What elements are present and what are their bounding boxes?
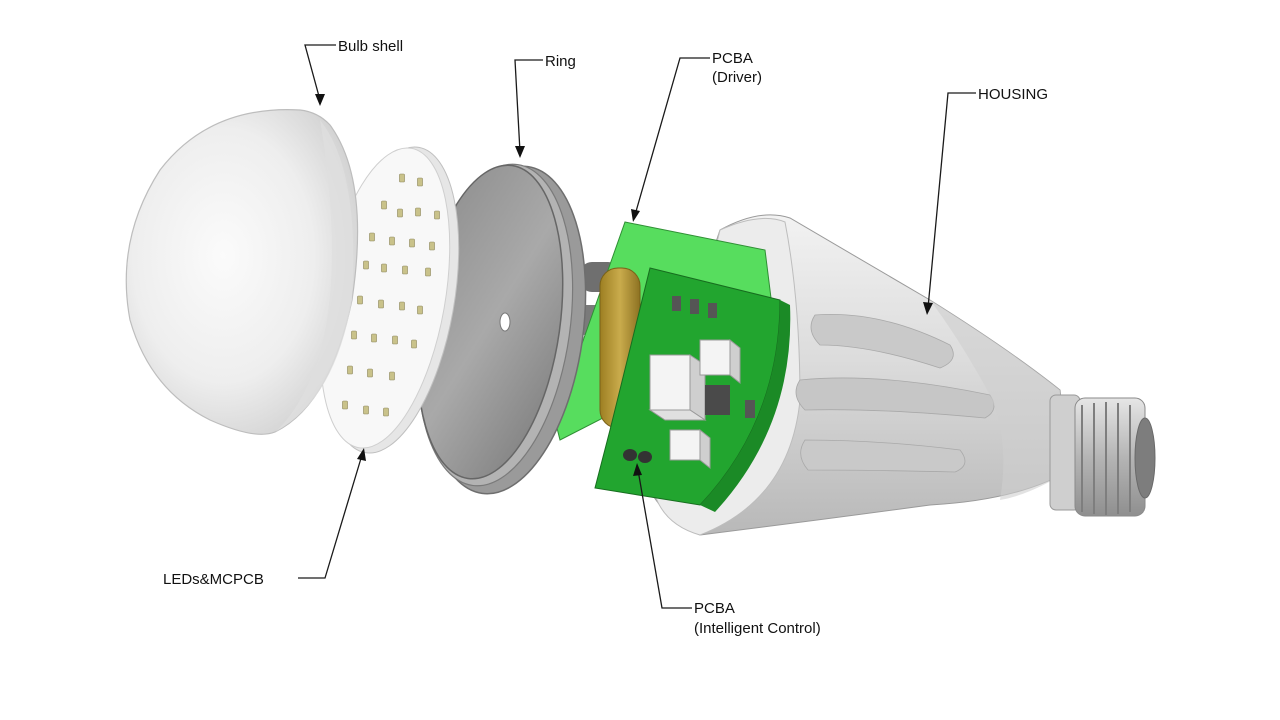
leader-pcba-control xyxy=(637,469,692,609)
led-chip xyxy=(381,200,387,210)
arrow-ring xyxy=(515,146,525,158)
arrow-housing xyxy=(923,302,933,315)
screw-base xyxy=(1049,394,1156,517)
led-chip xyxy=(392,335,398,345)
label-ring: Ring xyxy=(545,53,576,70)
leader-pcba-driver xyxy=(634,57,710,216)
led-chip xyxy=(363,260,369,270)
led-array xyxy=(342,173,440,417)
led-chip xyxy=(415,207,421,217)
led-chip xyxy=(429,241,435,251)
led-chip xyxy=(378,299,384,309)
arrow-leds-mcpcb xyxy=(357,448,366,461)
pcba-intelligent-control xyxy=(594,267,791,512)
label-pcba-control-1: PCBA xyxy=(694,600,735,617)
led-chip xyxy=(383,407,389,417)
led-chip xyxy=(389,371,395,381)
arrow-pcba-control xyxy=(633,463,642,476)
led-chip xyxy=(417,305,423,315)
led-chip xyxy=(381,263,387,273)
led-chip xyxy=(371,333,377,343)
led-chip xyxy=(399,301,405,311)
led-chip xyxy=(434,210,440,220)
label-pcba-driver-2: (Driver) xyxy=(712,69,762,86)
leader-leds-mcpcb xyxy=(298,454,363,579)
label-leds-mcpcb: LEDs&MCPCB xyxy=(163,571,264,588)
led-chip xyxy=(347,365,353,375)
leader-ring xyxy=(514,59,543,153)
arrow-bulb-shell xyxy=(315,94,325,106)
led-chip xyxy=(409,238,415,248)
led-chip xyxy=(363,405,369,415)
led-chip xyxy=(411,339,417,349)
callouts: Bulb shell Ring PCBA (Driver) HOUSING LE… xyxy=(163,38,1048,637)
led-chip xyxy=(417,177,423,187)
label-pcba-driver-1: PCBA xyxy=(712,50,753,67)
led-chip xyxy=(351,330,357,340)
bulb-shell xyxy=(125,109,359,435)
leader-housing xyxy=(927,92,976,309)
label-housing: HOUSING xyxy=(978,86,1048,103)
arrow-pcba-driver xyxy=(631,209,640,222)
led-chip xyxy=(389,236,395,246)
led-chip xyxy=(399,173,405,183)
led-chip xyxy=(402,265,408,275)
led-chip xyxy=(367,368,373,378)
led-chip xyxy=(342,400,348,410)
led-chip xyxy=(425,267,431,277)
led-chip xyxy=(369,232,375,242)
label-bulb-shell: Bulb shell xyxy=(338,38,403,55)
led-chip xyxy=(397,208,403,218)
label-pcba-control-2: (Intelligent Control) xyxy=(694,620,821,637)
leader-bulb-shell xyxy=(304,44,336,101)
led-chip xyxy=(357,295,363,305)
